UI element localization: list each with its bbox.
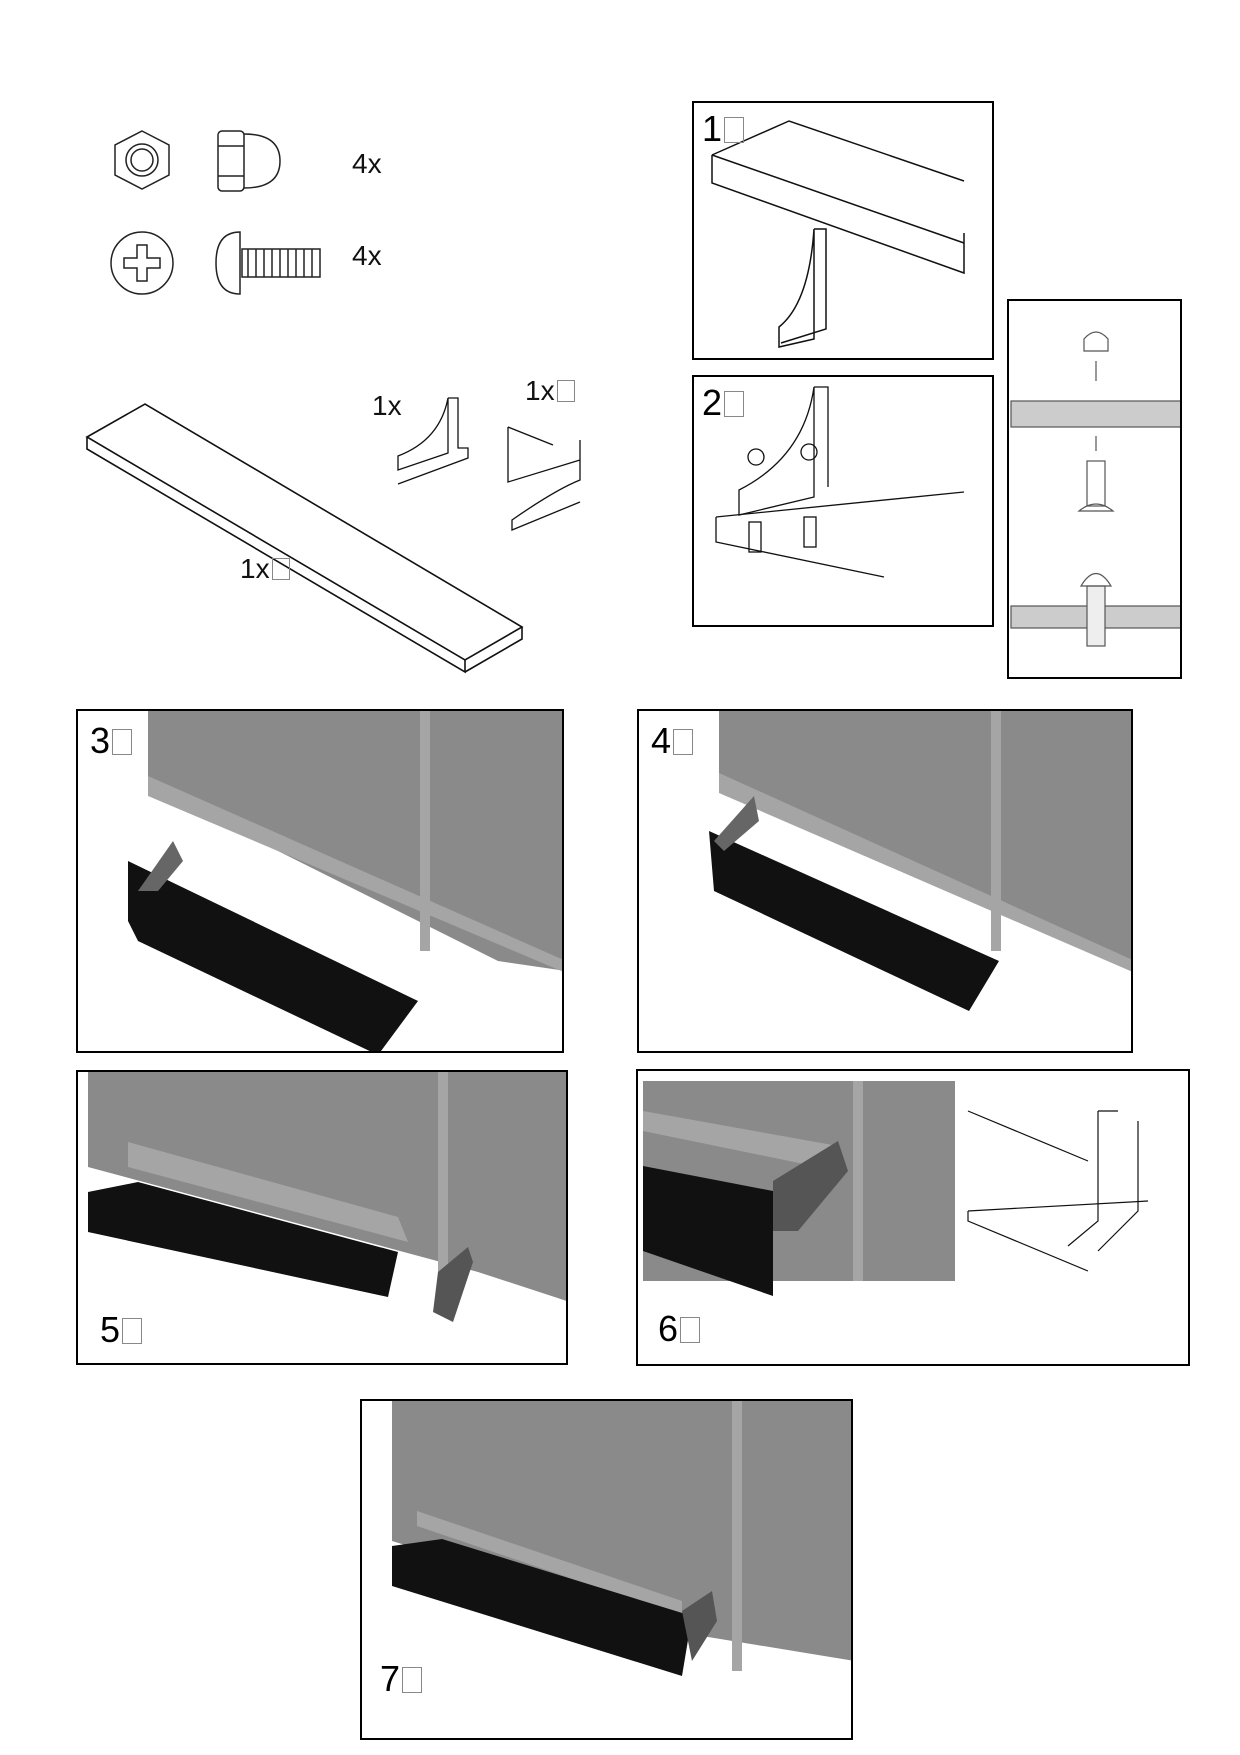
step-5-text: 5 <box>100 1309 121 1350</box>
right-bracket-quantity: 1x <box>525 377 575 405</box>
step-1-text: 1 <box>702 108 723 149</box>
step-5-number: 5 <box>100 1309 143 1350</box>
step-4-text: 4 <box>651 720 672 761</box>
parts-illustrations <box>85 130 581 674</box>
cap-nut-icon <box>217 130 281 192</box>
step-7-text: 7 <box>380 1658 401 1699</box>
step-4-panel: 4 <box>637 709 1133 1053</box>
left-bracket-quantity: 1x <box>372 390 402 421</box>
step-4-number: 4 <box>651 720 694 761</box>
rail-quantity: 1x <box>240 555 290 583</box>
step-2-text: 2 <box>702 382 723 423</box>
step-6-text: 6 <box>658 1308 679 1349</box>
right-bracket-quantity-text: 1x <box>525 375 555 406</box>
hex-nut-icon <box>114 130 170 190</box>
step-5-panel: 5 <box>76 1070 568 1365</box>
step-3-panel: 3 <box>76 709 564 1053</box>
step-6-panel: 6 <box>636 1069 1190 1366</box>
step-1-panel: 1 <box>692 101 994 360</box>
fastening-detail-panel <box>1007 299 1182 679</box>
step-7-number: 7 <box>380 1658 423 1699</box>
cap-nut-quantity: 4x <box>352 148 382 179</box>
step-2-panel: 2 <box>692 375 994 627</box>
rail-quantity-text: 1x <box>240 553 270 584</box>
step-1-number: 1 <box>702 108 745 149</box>
step-2-number: 2 <box>702 382 745 423</box>
step-7-panel: 7 <box>360 1399 853 1740</box>
step-6-number: 6 <box>658 1308 701 1349</box>
rail-part-icon <box>85 403 524 674</box>
screw-icon <box>215 231 321 295</box>
step-3-number: 3 <box>90 720 133 761</box>
screw-quantity: 4x <box>352 240 382 271</box>
step-3-text: 3 <box>90 720 111 761</box>
phillips-screw-head-icon <box>110 231 174 295</box>
right-bracket-part-icon <box>507 426 581 531</box>
left-bracket-part-icon <box>397 397 469 485</box>
